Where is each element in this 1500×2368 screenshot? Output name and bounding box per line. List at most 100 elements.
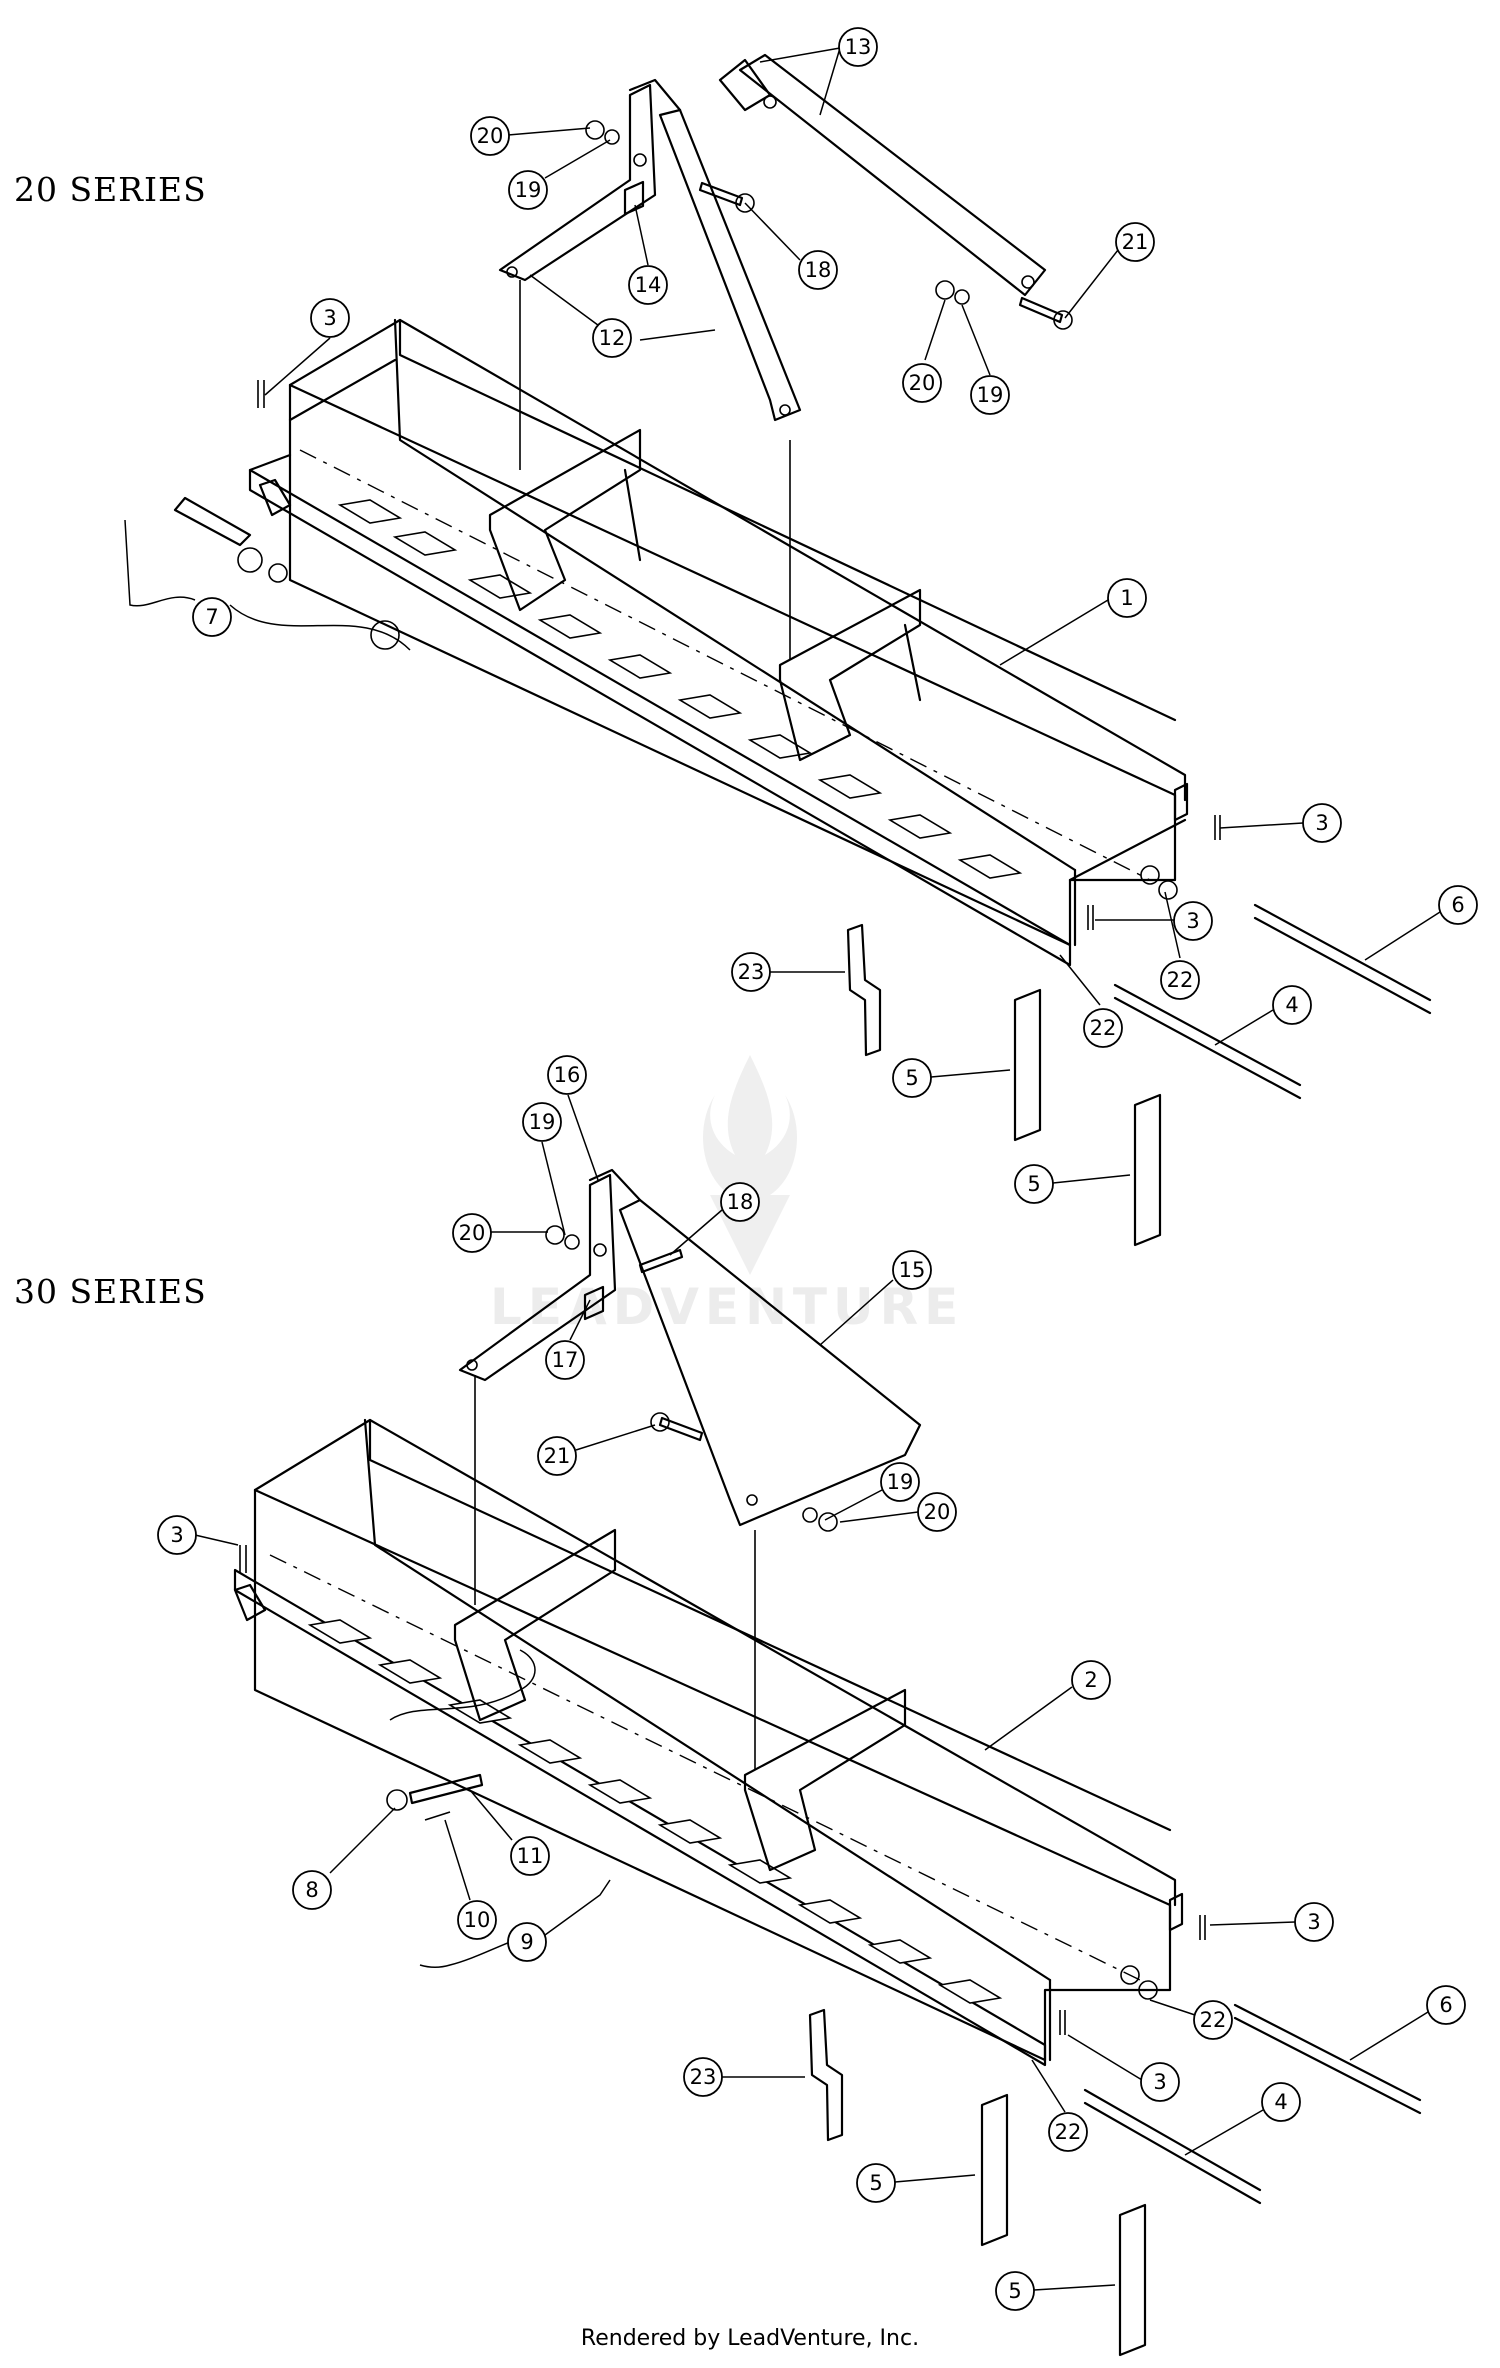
svg-text:5: 5 xyxy=(905,1066,918,1090)
scarifier-slots-top xyxy=(337,499,1023,879)
callout-13: 13 xyxy=(838,27,878,67)
callout-12: 12 xyxy=(592,318,632,358)
scarifier-slots-bottom xyxy=(307,1619,1003,2004)
svg-text:20: 20 xyxy=(924,1500,951,1524)
svg-text:5: 5 xyxy=(1027,1172,1040,1196)
svg-text:19: 19 xyxy=(977,383,1004,407)
callout-14: 14 xyxy=(628,265,668,305)
svg-text:20: 20 xyxy=(909,371,936,395)
svg-text:5: 5 xyxy=(1008,2279,1021,2303)
svg-text:3: 3 xyxy=(1186,909,1199,933)
svg-text:21: 21 xyxy=(1122,230,1149,254)
callout-1: 1 xyxy=(1107,578,1147,618)
callout-3f: 3 xyxy=(1140,2062,1180,2102)
svg-text:4: 4 xyxy=(1274,2090,1287,2114)
watermark-text: LEADVENTURE xyxy=(490,1278,965,1336)
svg-text:3: 3 xyxy=(323,306,336,330)
callout-20d: 20 xyxy=(917,1492,957,1532)
callout-9: 9 xyxy=(507,1922,547,1962)
svg-text:23: 23 xyxy=(690,2065,717,2089)
svg-text:20: 20 xyxy=(477,124,504,148)
a-frame-hitch-30-series xyxy=(458,1168,922,1527)
svg-text:3: 3 xyxy=(1307,1910,1320,1934)
callout-5a: 5 xyxy=(892,1058,932,1098)
svg-text:15: 15 xyxy=(899,1258,926,1282)
svg-text:19: 19 xyxy=(515,178,542,202)
callout-6b: 6 xyxy=(1426,1985,1466,2025)
series-label-30: 30 SERIES xyxy=(14,1272,207,1311)
callout-4: 4 xyxy=(1272,985,1312,1025)
callout-18b: 18 xyxy=(720,1182,760,1222)
callout-19d: 19 xyxy=(880,1462,920,1502)
svg-text:14: 14 xyxy=(635,273,662,297)
svg-text:3: 3 xyxy=(1153,2070,1166,2094)
callout-23b: 23 xyxy=(683,2057,723,2097)
svg-text:22: 22 xyxy=(1167,968,1194,992)
svg-text:20: 20 xyxy=(459,1221,486,1245)
callout-22d: 22 xyxy=(1048,2112,1088,2152)
callout-18: 18 xyxy=(798,250,838,290)
a-frame-hitch-20-series xyxy=(498,78,802,422)
svg-text:6: 6 xyxy=(1439,1993,1452,2017)
svg-text:21: 21 xyxy=(544,1444,571,1468)
svg-text:19: 19 xyxy=(529,1110,556,1134)
svg-text:18: 18 xyxy=(727,1190,754,1214)
callout-22c: 22 xyxy=(1193,2000,1233,2040)
callouts-bottom: 16 19 20 18 15 17 21 19 20 3 2 8 xyxy=(157,1055,1466,2311)
svg-text:22: 22 xyxy=(1200,2008,1227,2032)
footer-credit: Rendered by LeadVenture, Inc. xyxy=(580,2326,920,2351)
callout-21: 21 xyxy=(1115,222,1155,262)
callout-11: 11 xyxy=(510,1836,550,1876)
svg-text:23: 23 xyxy=(738,960,765,984)
svg-text:7: 7 xyxy=(205,605,218,629)
svg-text:13: 13 xyxy=(845,35,872,59)
callout-20c: 20 xyxy=(452,1213,492,1253)
callout-3b: 3 xyxy=(1302,803,1342,843)
callout-19c: 19 xyxy=(522,1102,562,1142)
callout-10: 10 xyxy=(457,1900,497,1940)
callout-17: 17 xyxy=(545,1340,585,1380)
svg-text:17: 17 xyxy=(552,1348,579,1372)
callout-22a: 22 xyxy=(1160,960,1200,1000)
svg-text:10: 10 xyxy=(464,1908,491,1932)
svg-text:16: 16 xyxy=(554,1063,581,1087)
svg-text:22: 22 xyxy=(1090,1016,1117,1040)
svg-text:11: 11 xyxy=(517,1844,544,1868)
svg-text:3: 3 xyxy=(170,1523,183,1547)
callouts-top: 13 20 19 14 18 21 20 19 12 3 7 1 xyxy=(124,27,1478,1204)
callout-5b: 5 xyxy=(1014,1164,1054,1204)
svg-text:18: 18 xyxy=(805,258,832,282)
svg-text:5: 5 xyxy=(869,2171,882,2195)
top-link-13 xyxy=(718,53,1047,297)
hardware-top xyxy=(173,120,1432,1247)
svg-text:19: 19 xyxy=(887,1470,914,1494)
callout-5d: 5 xyxy=(995,2271,1035,2311)
callout-3c: 3 xyxy=(1173,901,1213,941)
callout-19: 19 xyxy=(508,170,548,210)
callout-20b: 20 xyxy=(902,363,942,403)
callout-3e: 3 xyxy=(1294,1902,1334,1942)
callout-7: 7 xyxy=(192,597,232,637)
callout-5c: 5 xyxy=(856,2163,896,2203)
svg-text:2: 2 xyxy=(1084,1668,1097,1692)
svg-text:12: 12 xyxy=(599,326,626,350)
callout-8: 8 xyxy=(292,1870,332,1910)
callout-20: 20 xyxy=(470,116,510,156)
callout-3d: 3 xyxy=(157,1515,197,1555)
callout-22b: 22 xyxy=(1083,1008,1123,1048)
svg-text:6: 6 xyxy=(1451,893,1464,917)
box-blade-assembly-30-series xyxy=(233,1375,1184,2067)
series-label-20: 20 SERIES xyxy=(14,170,207,209)
svg-text:4: 4 xyxy=(1285,993,1298,1017)
svg-text:1: 1 xyxy=(1120,586,1133,610)
svg-text:3: 3 xyxy=(1315,811,1328,835)
watermark-flame-logo xyxy=(703,1055,797,1275)
svg-text:22: 22 xyxy=(1055,2120,1082,2144)
svg-text:9: 9 xyxy=(520,1930,533,1954)
callout-4b: 4 xyxy=(1261,2082,1301,2122)
callout-23: 23 xyxy=(731,952,771,992)
hardware-bottom xyxy=(239,1225,1422,2357)
callout-19b: 19 xyxy=(970,375,1010,415)
box-blade-assembly-20-series xyxy=(248,280,1189,967)
